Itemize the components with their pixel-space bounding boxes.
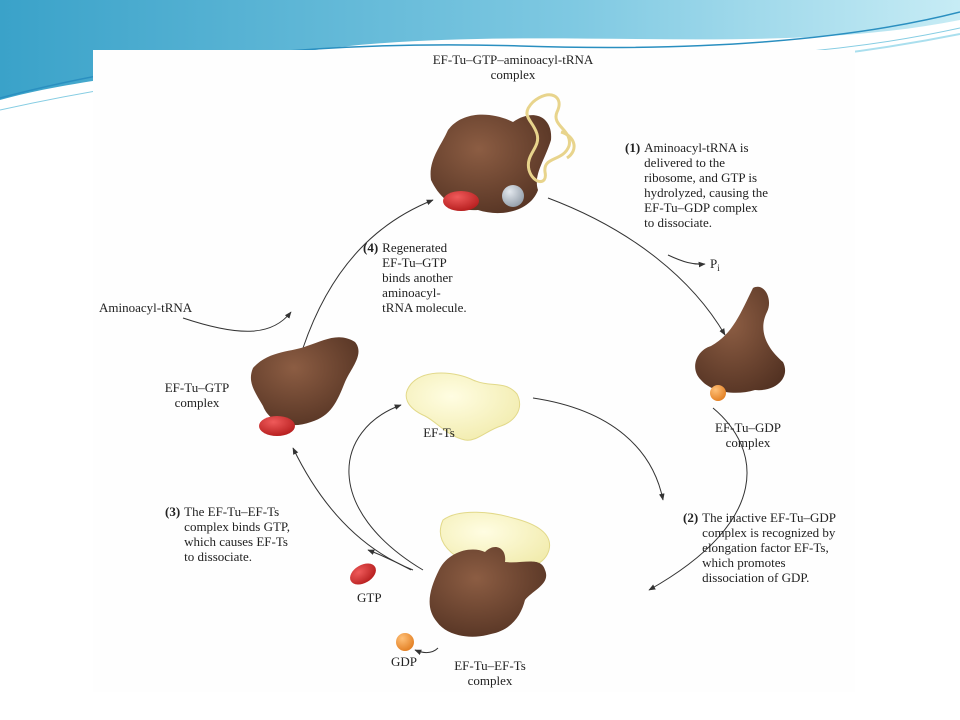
arrow-step2	[648, 407, 748, 591]
label-aminoacyl-trna: Aminoacyl-tRNA	[99, 300, 193, 315]
gdp-free	[396, 633, 414, 651]
label-pi-main: P	[710, 256, 718, 271]
step-2-caption: (2) The inactive EF-Tu–GDP complex is re…	[683, 510, 836, 585]
arrow-gtp-binding	[367, 549, 412, 571]
step-1-caption: (1) Aminoacyl-tRNA is delivered to the r…	[625, 140, 768, 230]
arrow-efts-to-gdp-complex	[532, 397, 665, 501]
gtp-bound-left	[259, 416, 295, 436]
step-1-text: Aminoacyl-tRNA is delivered to the ribos…	[644, 140, 768, 230]
label-eftu-gdp: EF-Tu–GDP complex	[715, 420, 781, 450]
arrow-pi-release	[667, 254, 706, 268]
gtp-bound-top	[443, 191, 479, 211]
efts-protein	[405, 372, 521, 441]
arrow-gdp-release	[414, 647, 439, 655]
label-efts: EF-Ts	[423, 425, 455, 440]
step-2-text: The inactive EF-Tu–GDP complex is recogn…	[702, 510, 837, 585]
gdp-bound-right	[710, 385, 726, 401]
label-gtp: GTP	[357, 590, 382, 605]
cycle-illustration	[182, 93, 786, 655]
step-1-number: (1)	[625, 140, 641, 155]
eftu-protein-bottom	[429, 547, 547, 637]
eftu-gtp-group	[250, 337, 359, 436]
arrow-step1	[547, 197, 726, 336]
arrow-step3	[292, 447, 414, 571]
label-gdp: GDP	[391, 654, 418, 669]
eftu-efts-complex-group	[429, 511, 551, 637]
step-4-text: Regenerated EF-Tu–GTP binds another amin…	[382, 240, 467, 315]
ef-tu-cycle-figure: EF-Tu–GTP–aminoacyl-tRNA complex Aminoac…	[93, 50, 855, 692]
arrow-step4	[302, 199, 434, 349]
label-top-complex: EF-Tu–GTP–aminoacyl-tRNA complex	[432, 52, 594, 82]
trna-strand	[525, 93, 576, 183]
step-4-number: (4)	[363, 240, 379, 255]
gtp-free	[350, 563, 376, 585]
label-eftu-gtp: EF-Tu–GTP complex	[164, 380, 230, 410]
step-3-caption: (3) The EF-Tu–EF-Ts complex binds GTP, w…	[165, 504, 290, 564]
eftu-gdp-group	[695, 286, 786, 401]
step-4-caption: (4) Regenerated EF-Tu–GTP binds another …	[363, 240, 467, 315]
label-eftu-efts: EF-Tu–EF-Ts complex	[454, 658, 526, 688]
arrow-efts-release	[348, 404, 424, 571]
arrow-incoming-trna	[182, 311, 292, 332]
label-pi: Pi	[710, 256, 720, 276]
step-2-number: (2)	[683, 510, 699, 525]
eftu-protein-left	[250, 337, 359, 426]
eftu-protein-right	[695, 286, 786, 393]
step-3-text: The EF-Tu–EF-Ts complex binds GTP, which…	[184, 504, 290, 564]
top-complex	[430, 93, 576, 214]
label-pi-subscript: i	[717, 263, 720, 273]
step-3-number: (3)	[165, 504, 181, 519]
phosphate-ball-top	[502, 185, 524, 207]
header-swoosh	[0, 0, 960, 100]
